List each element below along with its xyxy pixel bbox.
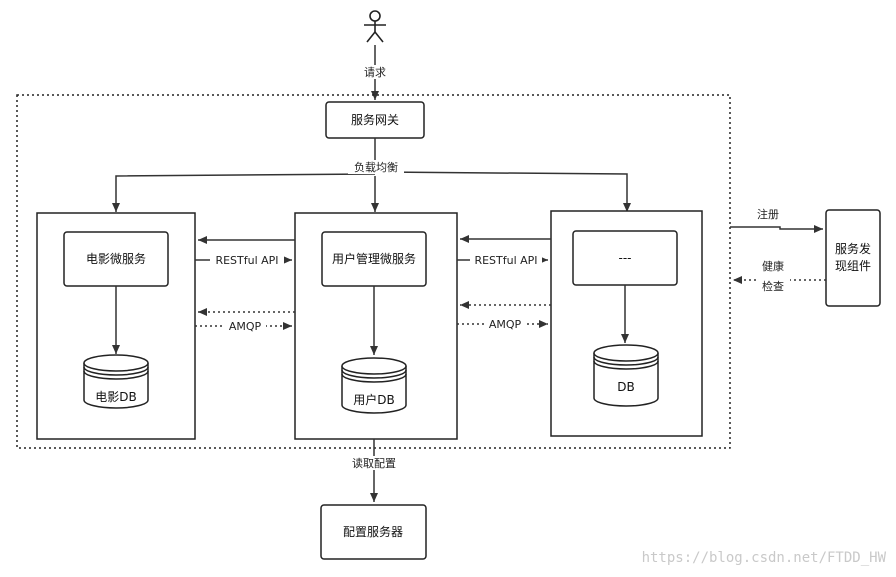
user-db-icon	[341, 357, 407, 414]
register-label: 注册	[757, 207, 779, 221]
rest-label-right: RESTful API	[474, 254, 537, 267]
amqp-label-right: AMQP	[489, 318, 522, 331]
movie-db-icon	[83, 354, 149, 409]
gateway-label: 服务网关	[351, 112, 399, 127]
config-server-label: 配置服务器	[343, 524, 403, 539]
system-boundary	[16, 94, 731, 449]
discovery-label-line1: 服务发	[835, 241, 871, 256]
config-server-box	[320, 504, 427, 560]
health-label-line2: 检查	[762, 279, 784, 293]
lb-arrow-left	[112, 173, 376, 212]
register-arrow	[730, 225, 823, 233]
read-config-label: 读取配置	[352, 456, 396, 470]
amqp-label-left: AMQP	[229, 320, 262, 333]
rest-label-left: RESTful API	[215, 254, 278, 267]
discovery-box	[825, 209, 881, 307]
user-actor-icon	[364, 10, 386, 43]
discovery-label-line2: 现组件	[835, 259, 871, 273]
watermark: https://blog.csdn.net/FTDD_HW	[642, 550, 887, 566]
request-label: 请求	[364, 66, 386, 79]
health-label-line1: 健康	[762, 259, 784, 273]
other-service-label: ---	[619, 251, 632, 265]
load-balance-label: 负载均衡	[354, 160, 398, 174]
movie-db-label: 电影DB	[95, 390, 136, 404]
movie-service-label: 电影微服务	[86, 251, 146, 266]
user-service-label: 用户管理微服务	[332, 251, 416, 266]
user-db-label: 用户DB	[353, 392, 394, 407]
other-db-icon	[593, 344, 659, 407]
lb-arrow-right	[374, 171, 631, 212]
other-db-label: DB	[617, 380, 634, 394]
